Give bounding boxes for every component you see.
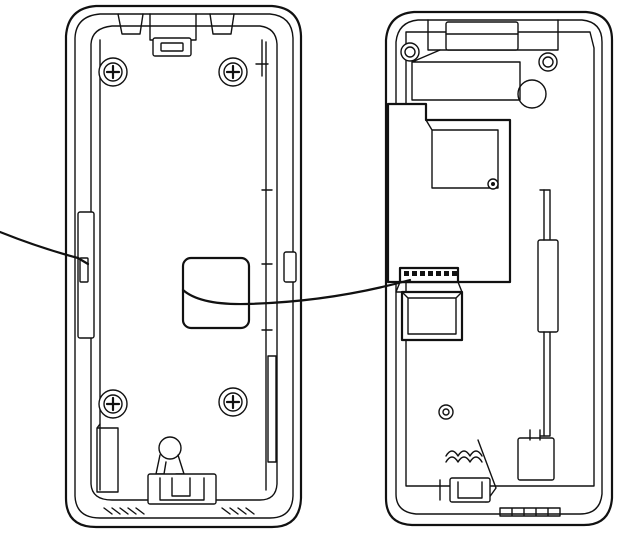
- corner-hole: [538, 52, 558, 72]
- back-plate: [64, 4, 303, 529]
- connector-block: [400, 290, 464, 342]
- front-housing-outer-shell: [384, 10, 614, 527]
- side-latches: [255, 39, 297, 463]
- screw-boss: [438, 404, 454, 420]
- side-rails: [537, 189, 559, 437]
- terminal-block: [395, 266, 463, 293]
- front-housing: [384, 10, 614, 527]
- corner-hole-inner: [542, 56, 554, 68]
- lower-left-block: [96, 423, 119, 493]
- screw-head-icon: [218, 387, 248, 417]
- top-clip: [117, 13, 235, 57]
- back-plate-outer-shell: [64, 4, 303, 529]
- circuit-board-chip: [425, 119, 499, 189]
- back-plate-rim: [74, 13, 294, 519]
- connection-wire: [0, 230, 412, 306]
- screw-head-icon: [98, 389, 128, 419]
- corner-hole-inner: [404, 46, 416, 58]
- rear-bottom-vents: [499, 507, 561, 517]
- upper-plate: [411, 49, 521, 101]
- top-recess: [427, 19, 559, 51]
- screw-boss-inner: [442, 408, 450, 416]
- screw-head-icon: [218, 57, 248, 87]
- front-housing-inner-frame: [405, 31, 595, 487]
- wire-opening: [181, 256, 251, 330]
- tamper-switch: [147, 436, 217, 505]
- back-plate-inner-edge: [99, 39, 267, 491]
- connector-block-inner: [401, 291, 463, 335]
- lower-right-block: [517, 429, 555, 481]
- round-boss: [517, 79, 547, 109]
- bottom-vents: [103, 507, 255, 515]
- wire-entry-slot: [77, 211, 95, 339]
- corner-hole: [400, 42, 420, 62]
- rear-tamper-switch: [449, 477, 491, 503]
- circuit-board: [386, 102, 512, 284]
- back-plate-inner-wall: [90, 25, 278, 501]
- board-screw-center: [491, 182, 495, 186]
- screw-head-icon: [98, 57, 128, 87]
- front-housing-rim: [395, 19, 603, 515]
